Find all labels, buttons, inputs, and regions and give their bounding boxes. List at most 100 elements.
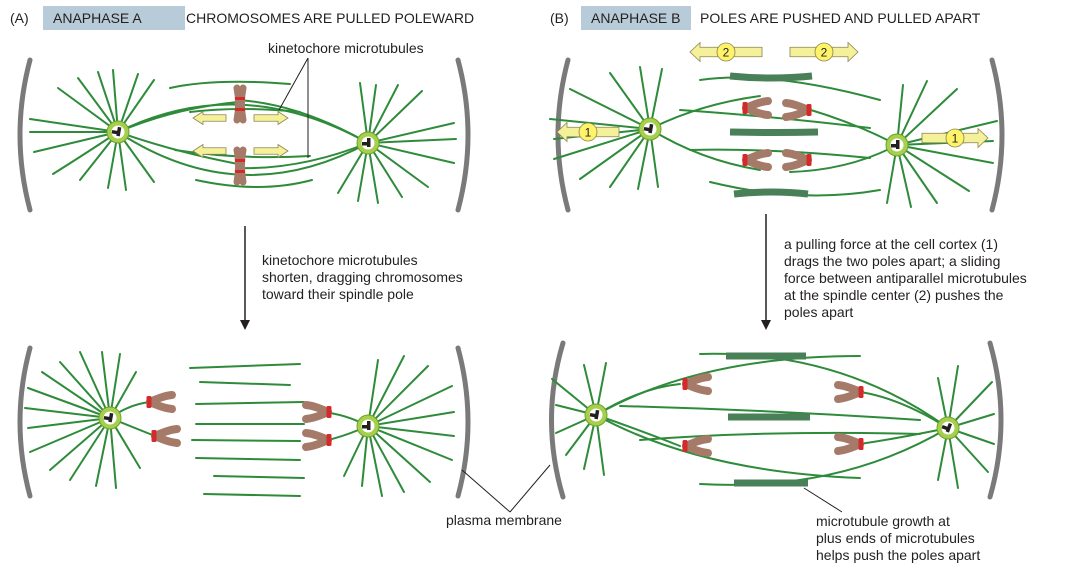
chromatid-arm [302,436,332,451]
annotation-lines [461,464,843,513]
centriole-pair [111,126,122,137]
poleward-arrow [192,143,227,159]
panel-b-heading: POLES ARE PUSHED AND PULLED APART [700,10,981,26]
kinetochore [235,170,245,173]
chromatid-arm [151,432,181,447]
panel-b-caption-line-3: force between antiparallel microtubules [784,270,1027,286]
panel-a-caption-line-1: kinetochore microtubules [262,252,418,268]
microtubule [237,99,369,144]
microtubule [203,493,301,497]
kinetochore [146,396,152,408]
chromatid [742,97,772,119]
centriole [362,142,370,146]
kinetochore [235,108,245,111]
centriole [643,126,653,132]
microtubule [169,80,291,89]
microtubule [191,439,301,442]
centriole-pair [103,412,114,423]
chromatid-arm [238,84,247,124]
panel-b-after [549,340,1004,500]
microtubule [619,405,921,421]
plasma-membrane [455,345,471,499]
centriole [103,415,113,421]
chromatid-arm [834,440,864,455]
progression-arrow-b [761,214,771,330]
microtubule [649,95,761,130]
chromatid-arm [146,398,176,413]
microtubule [699,427,949,486]
centriole-pair [362,138,371,147]
kinetochore [742,102,748,114]
centriole [941,425,951,432]
panel-b-caption-line-1: a pulling force at the cell cortex (1) [784,236,998,252]
panel-a-heading: CHROMOSOMES ARE PULLED POLEWARD [186,10,475,26]
membrane-pointer [509,464,551,513]
panel-b-caption-line-5: poles apart [784,304,854,320]
growth-label-line-2: plus ends of microtubules [816,530,975,546]
chromatid-arm [782,156,812,171]
kinetochore-microtubules-label: kinetochore microtubules [268,40,424,56]
centriole [589,412,599,418]
plasma-membrane [455,57,471,213]
microtubule [649,128,761,171]
plasma-membrane [989,57,1005,213]
arrow-shape [192,143,227,159]
sliding-push-arrow: 2 [689,41,763,63]
panel-a-letter: (A) [10,10,29,26]
plasma-membrane [555,57,571,213]
panel-a-before [17,57,471,330]
plasma-membrane [987,340,1004,500]
centriole [891,144,899,148]
microtubule [189,363,301,369]
microtubule [237,142,369,170]
microtubule [195,401,305,405]
poleward-arrow [192,110,227,126]
chromatid-arm [238,146,247,186]
arrow-shape [192,110,227,126]
force-badge [814,42,834,62]
arrow-shape [253,110,289,126]
kinetochore [326,406,332,418]
sliding-push-arrow: 2 [789,41,859,63]
centriole [111,129,121,135]
microtubule [639,431,921,441]
chromatid [834,381,864,403]
force-badge [716,42,736,62]
chromatid [302,401,332,423]
plasma-membrane-label: plasma membrane [446,512,562,528]
kinetochore [235,97,245,100]
arrow-head [240,320,250,330]
microtubule-overlap [729,72,813,82]
plasma-membrane [17,57,33,213]
kinetochore [682,378,688,390]
chromatid-arm [742,104,772,119]
poleward-arrow [253,110,289,126]
chromatid [682,435,712,457]
chromosome-pair [233,146,247,186]
force-badge [578,122,598,142]
centrosome [356,131,380,155]
centrosome [885,133,909,157]
force-badge [945,128,965,148]
chromatid-arm [742,156,772,171]
plasma-membrane [549,340,566,500]
force-number: 2 [821,46,828,60]
microtubule-overlap [729,128,819,136]
centriole-pair [643,123,654,134]
panel-a-after [17,345,471,499]
microtubule-overlap [733,188,809,198]
centriole [362,425,370,429]
kinetochore [858,438,864,450]
microtubule [199,381,291,386]
chromatid-arm [834,388,864,403]
kinetochore [682,440,688,452]
chromatid-arm [782,106,812,121]
kinetochore [806,154,812,166]
centrosome [98,406,122,430]
centriole-pair [362,421,371,430]
microtubule [595,383,681,416]
chromatid-arm [682,442,712,457]
arrow-shape [253,143,289,159]
panel-a-caption-line-3: toward their spindle pole [262,286,414,302]
